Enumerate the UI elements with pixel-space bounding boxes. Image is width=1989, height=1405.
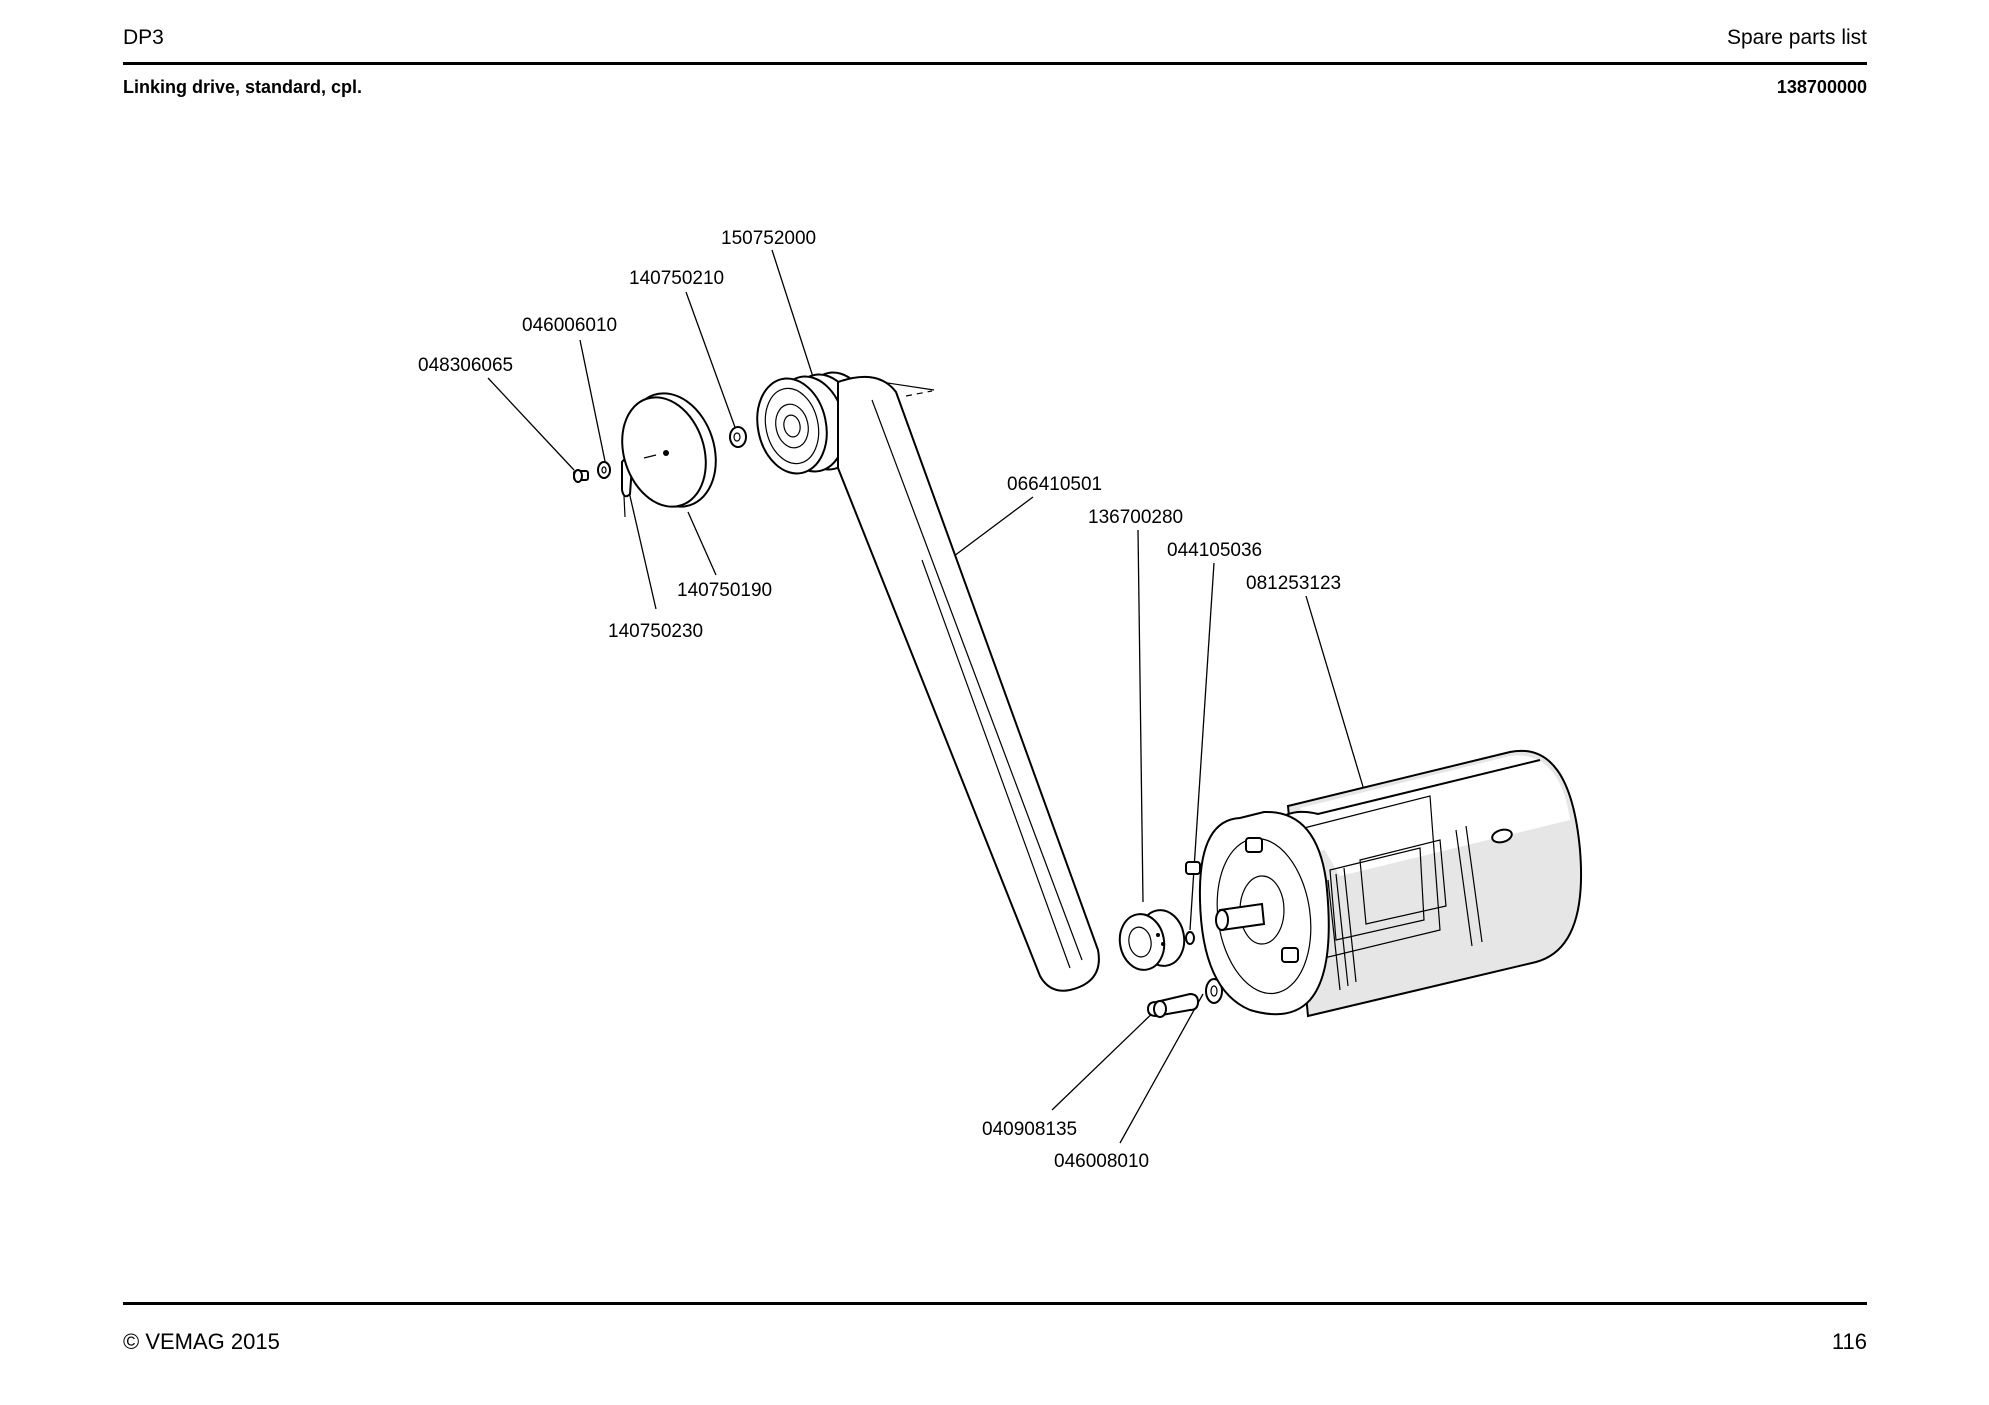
part-label: 140750210 bbox=[629, 268, 724, 289]
part-label: 136700280 bbox=[1088, 507, 1183, 528]
part-label: 081253123 bbox=[1246, 573, 1341, 594]
footer-rule bbox=[123, 1302, 1867, 1305]
assembly-title: Linking drive, standard, cpl. bbox=[123, 77, 363, 97]
part-label: 150752000 bbox=[721, 228, 816, 249]
part-label: 046008010 bbox=[1054, 1151, 1149, 1172]
assembly-number: 138700000 bbox=[1776, 77, 1867, 97]
set-screw bbox=[1185, 931, 1195, 945]
part-number-labels: 150752000 140750210 046006010 048306065 … bbox=[418, 228, 1341, 1172]
model-name: DP3 bbox=[123, 26, 164, 49]
copyright: © VEMAG 2015 bbox=[123, 1329, 280, 1354]
screw-washer-group bbox=[573, 457, 634, 518]
page-number: 116 bbox=[1831, 1329, 1867, 1354]
part-label: 140750230 bbox=[608, 621, 703, 642]
part-label: 048306065 bbox=[418, 355, 513, 376]
part-label: 066410501 bbox=[1007, 474, 1102, 495]
part-label: 140750190 bbox=[677, 580, 772, 601]
header-rule bbox=[123, 62, 1867, 65]
motor-fins bbox=[1327, 825, 1483, 991]
cover-disc bbox=[621, 392, 717, 508]
part-label: 040908135 bbox=[982, 1119, 1077, 1140]
part-label: 046006010 bbox=[522, 315, 617, 336]
bolt-washer-group bbox=[1146, 978, 1223, 1018]
electric-motor bbox=[1185, 749, 1582, 1018]
nut bbox=[729, 426, 747, 448]
part-label: 044105036 bbox=[1167, 540, 1262, 561]
document-type: Spare parts list bbox=[1726, 26, 1867, 49]
drive-belt bbox=[837, 375, 1100, 992]
lower-pulley bbox=[1118, 909, 1186, 971]
leader-lines bbox=[487, 249, 1365, 1144]
